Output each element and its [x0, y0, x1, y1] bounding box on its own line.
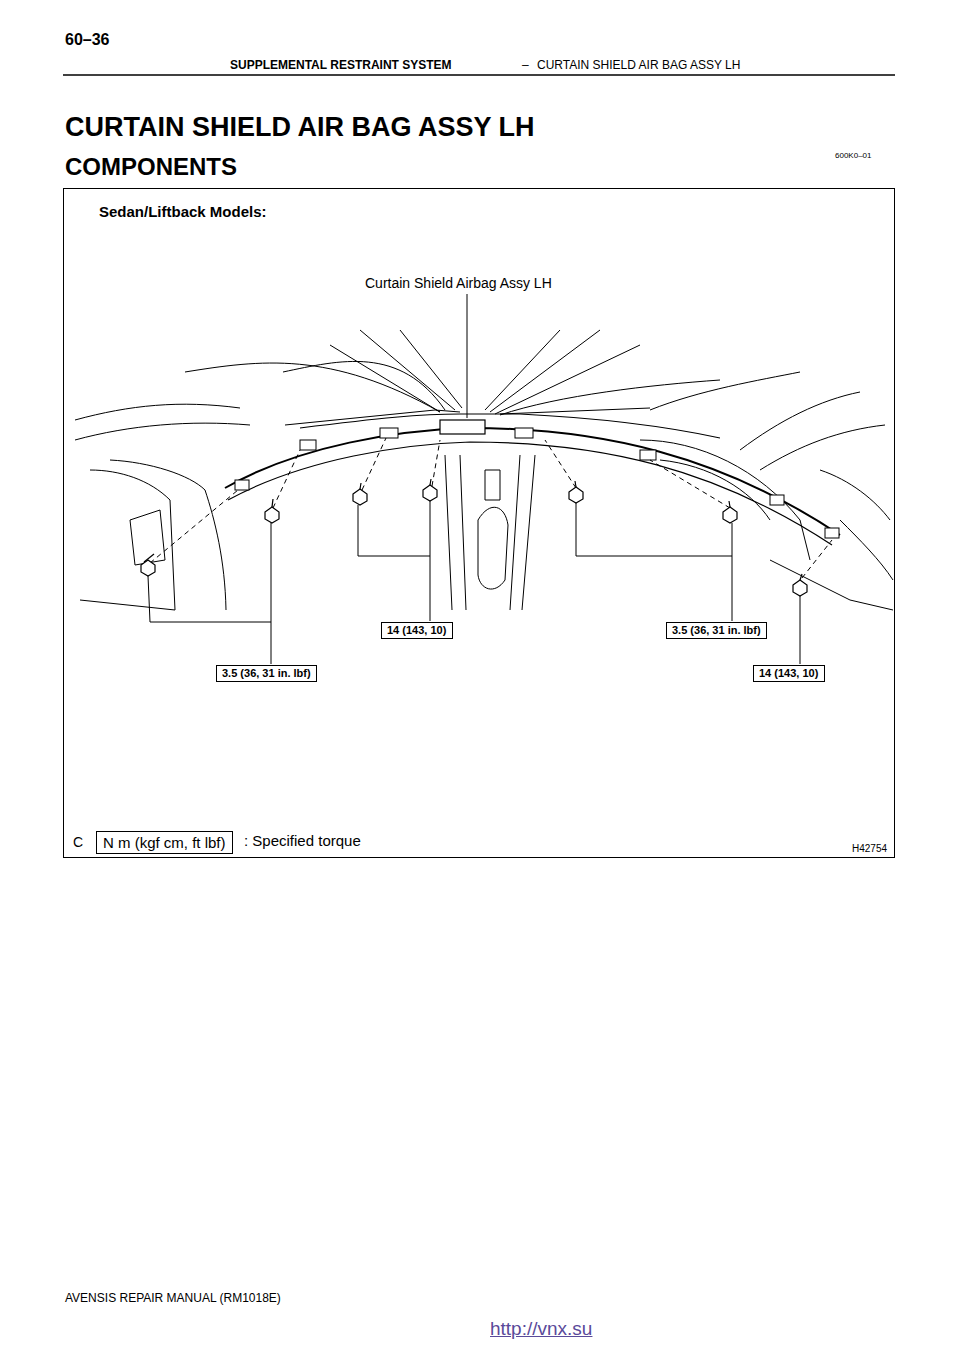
torque-value: 3.5 (36, 31 in. lbf) [672, 624, 761, 637]
body-structure [75, 330, 893, 610]
torque-box: 14 (143, 10) [381, 622, 453, 639]
figure-frame: Sedan/Liftback Models: 14 (143, 10) 3.5 (3… [63, 188, 895, 858]
model-heading: Sedan/Liftback Models: [99, 203, 267, 220]
watermark: http://vnx.su [490, 1318, 592, 1340]
fitting-lines [150, 438, 832, 578]
torque-box: 3.5 (36, 31 in. lbf) [216, 665, 317, 682]
torque-box: 3.5 (36, 31 in. lbf) [666, 622, 767, 639]
torque-value: N m (kgf cm, ft lbf) [103, 834, 226, 851]
header-rule [63, 74, 895, 76]
page-title: CURTAIN SHIELD AIR BAG ASSY LH [65, 112, 535, 143]
document-code: 600K0–01 [835, 151, 871, 160]
part-name: Curtain Shield Airbag Assy LH [365, 275, 552, 291]
subsection-name: CURTAIN SHIELD AIR BAG ASSY LH [537, 59, 740, 73]
legend-text: : Specified torque [244, 832, 361, 849]
torque-value: 14 (143, 10) [759, 667, 819, 680]
bolts [141, 479, 807, 596]
manual-name: AVENSIS REPAIR MANUAL (RM1018E) [65, 1292, 281, 1306]
figure-mark: C [73, 834, 83, 850]
figure-number: H42754 [852, 843, 887, 855]
legend-unit-box: N m (kgf cm, ft lbf) [96, 831, 233, 854]
airbag-assy [225, 414, 840, 545]
torque-box: 14 (143, 10) [753, 665, 825, 682]
page-number: 60–36 [65, 31, 110, 49]
leader-lines [148, 294, 800, 664]
separator: – [522, 59, 529, 73]
torque-value: 14 (143, 10) [387, 624, 447, 637]
torque-value: 3.5 (36, 31 in. lbf) [222, 667, 311, 680]
section-name: SUPPLEMENTAL RESTRAINT SYSTEM [230, 59, 452, 73]
section-heading: COMPONENTS [65, 153, 237, 181]
